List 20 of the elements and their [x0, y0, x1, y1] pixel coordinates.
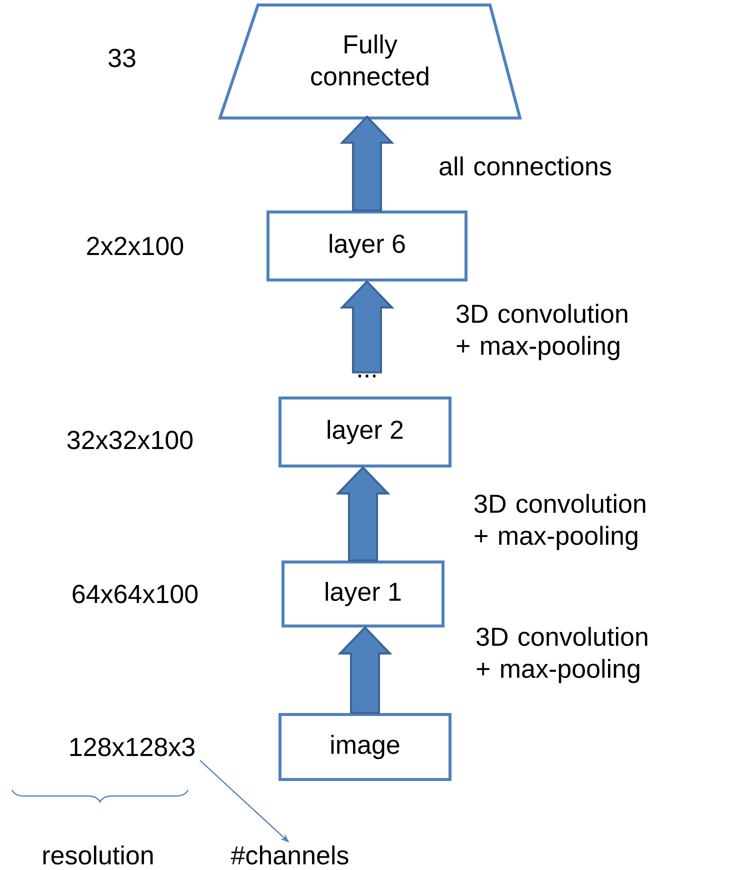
- layer-box: layer 6: [266, 210, 468, 282]
- text-label: 128x128x3: [70, 738, 194, 756]
- edge-label: 3D convolution + max-pooling: [474, 494, 646, 550]
- block-arrow: [338, 626, 392, 714]
- layer-box: layer 2: [278, 396, 452, 468]
- edge-label: 3D convolution + max-pooling: [456, 304, 628, 360]
- dimension-label: 32x32x100: [67, 430, 193, 450]
- edge-label: 3D convolution + max-pooling: [476, 626, 648, 684]
- layer-box: image: [278, 713, 452, 781]
- block-arrow: [340, 280, 394, 374]
- block-arrow: [340, 115, 394, 212]
- text-label: resolution: [43, 845, 153, 865]
- ellipsis: ...: [358, 374, 376, 378]
- dimension-label: 33: [108, 48, 136, 68]
- dimension-label: 64x64x100: [72, 584, 198, 604]
- layer-box: layer 1: [282, 560, 444, 628]
- block-arrow: [336, 466, 390, 562]
- dimension-label: 2x2x100: [87, 236, 184, 256]
- text-label: #channels: [230, 845, 348, 865]
- edge-label: all connections: [440, 156, 611, 176]
